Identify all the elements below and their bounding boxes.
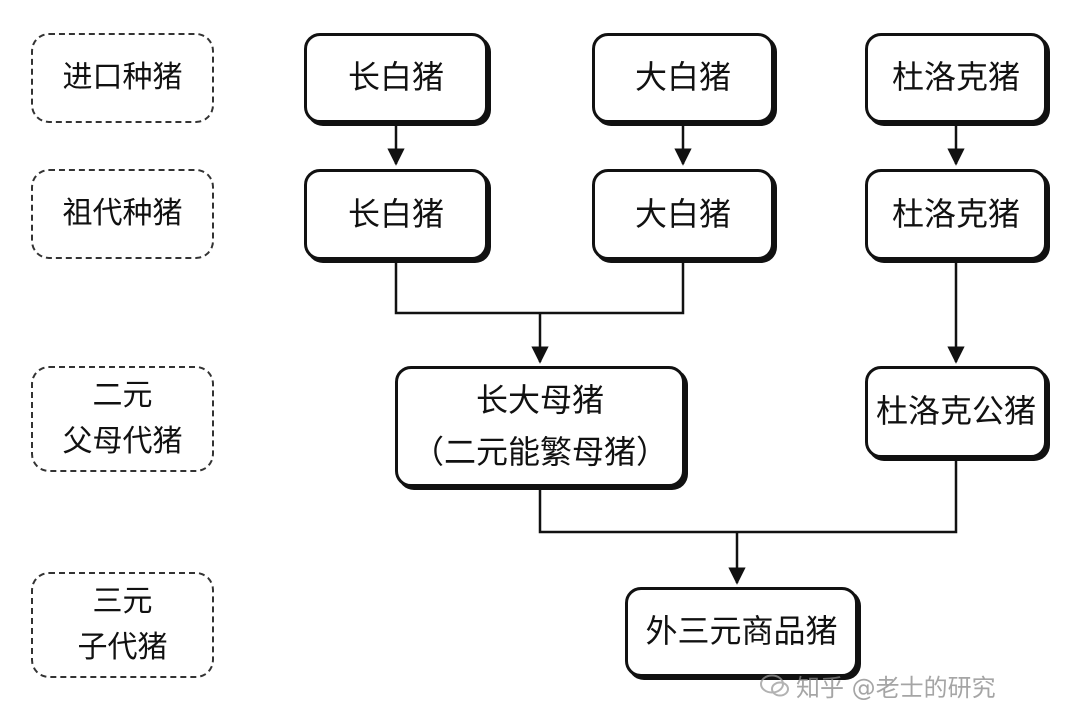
node-sublabel: （二元能繁母猪）: [411, 432, 668, 471]
level-label-text: 父母代猪: [62, 424, 183, 459]
level-label-text: 子代猪: [77, 630, 168, 665]
watermark-text: 知乎 @老士的研究: [796, 674, 996, 702]
node-import-yorkshire: 大白猪: [592, 33, 774, 123]
level-label-parent: 二元 父母代猪: [31, 366, 214, 472]
connector-sow-merge: [394, 260, 685, 315]
node-gp-duroc: 杜洛克猪: [865, 169, 1047, 260]
level-label-grandparent: 祖代种猪: [31, 169, 214, 259]
node-commercial: 外三元商品猪: [625, 587, 858, 677]
node-label: 杜洛克猪: [891, 194, 1020, 233]
node-label: 杜洛克猪: [891, 58, 1020, 97]
node-label: 杜洛克公猪: [875, 392, 1036, 431]
level-label-import: 进口种猪: [31, 33, 214, 123]
level-label-offspring: 三元 子代猪: [31, 572, 214, 678]
node-label: 大白猪: [634, 58, 731, 97]
node-import-duroc: 杜洛克猪: [865, 33, 1047, 123]
watermark: 知乎 @老士的研究: [760, 668, 996, 703]
level-label-text: 二元: [92, 377, 153, 413]
node-label: 长大母猪: [475, 381, 604, 420]
node-label: 长白猪: [347, 194, 444, 233]
node-gp-landrace: 长白猪: [304, 169, 488, 260]
node-parent-boar: 杜洛克公猪: [865, 366, 1047, 458]
level-label-text: 祖代种猪: [62, 195, 183, 231]
node-label: 大白猪: [634, 194, 731, 233]
node-import-landrace: 长白猪: [304, 33, 488, 123]
connector-commercial-merge: [538, 458, 958, 534]
node-label: 长白猪: [347, 58, 444, 97]
node-label: 外三元商品猪: [645, 612, 838, 651]
node-gp-yorkshire: 大白猪: [592, 169, 774, 260]
node-parent-sow: 长大母猪 （二元能繁母猪）: [395, 366, 685, 487]
level-label-text: 进口种猪: [62, 59, 183, 95]
chat-bubble-icon: [760, 674, 789, 696]
level-label-text: 三元: [92, 583, 153, 619]
